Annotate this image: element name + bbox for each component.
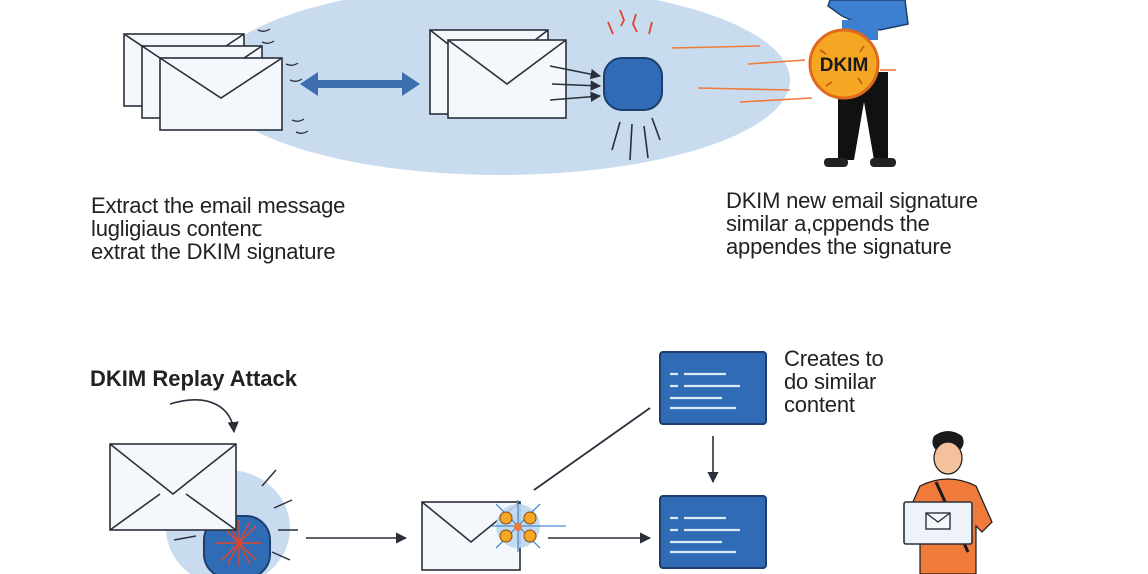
connector-up [533,407,651,491]
impact-lines [611,117,661,161]
top-left-caption-line-3: extrat the DKIM signature [91,239,336,264]
bottom-right-caption: Creates to do similar content [784,347,884,416]
top-right-caption-line-2: similar a,cppends the [726,211,930,236]
bottom-right-caption-line-2: do similar [784,369,877,394]
signature-blob [603,57,663,111]
bottom-right-caption-line-3: content [784,392,855,417]
dkim-badge-label: DKIM [820,55,869,76]
top-right-caption: DKIM new email signature similar a,cppen… [726,189,978,258]
envelope-stack-left [123,33,283,131]
top-left-caption-line-1: Extract the email message [91,193,346,218]
bottom-right-caption-line-1: Creates to [784,346,884,371]
top-right-caption-line-3: appendes the signature [726,234,952,259]
dkim-badge: DKIM [808,28,880,100]
replayed-envelope [109,443,237,531]
motion-lines [257,28,309,134]
top-left-caption: Extract the email message lugligiaus con… [91,194,345,263]
arrows-to-lock [549,65,602,102]
top-left-caption-line-2: lugligiaus contenꞇ [91,216,263,241]
tamper-icon [492,500,566,552]
speed-lines [671,45,896,103]
content-screen-top [659,351,767,425]
envelope-stack-middle [429,29,567,119]
content-screen-bottom [659,495,767,569]
person-bottom [903,431,993,574]
alert-sparks [607,9,653,35]
double-arrow [300,72,420,96]
top-right-caption-line-1: DKIM new email signature [726,188,978,213]
section-title: DKIM Replay Attack [90,366,298,391]
curved-arrow [169,399,239,434]
